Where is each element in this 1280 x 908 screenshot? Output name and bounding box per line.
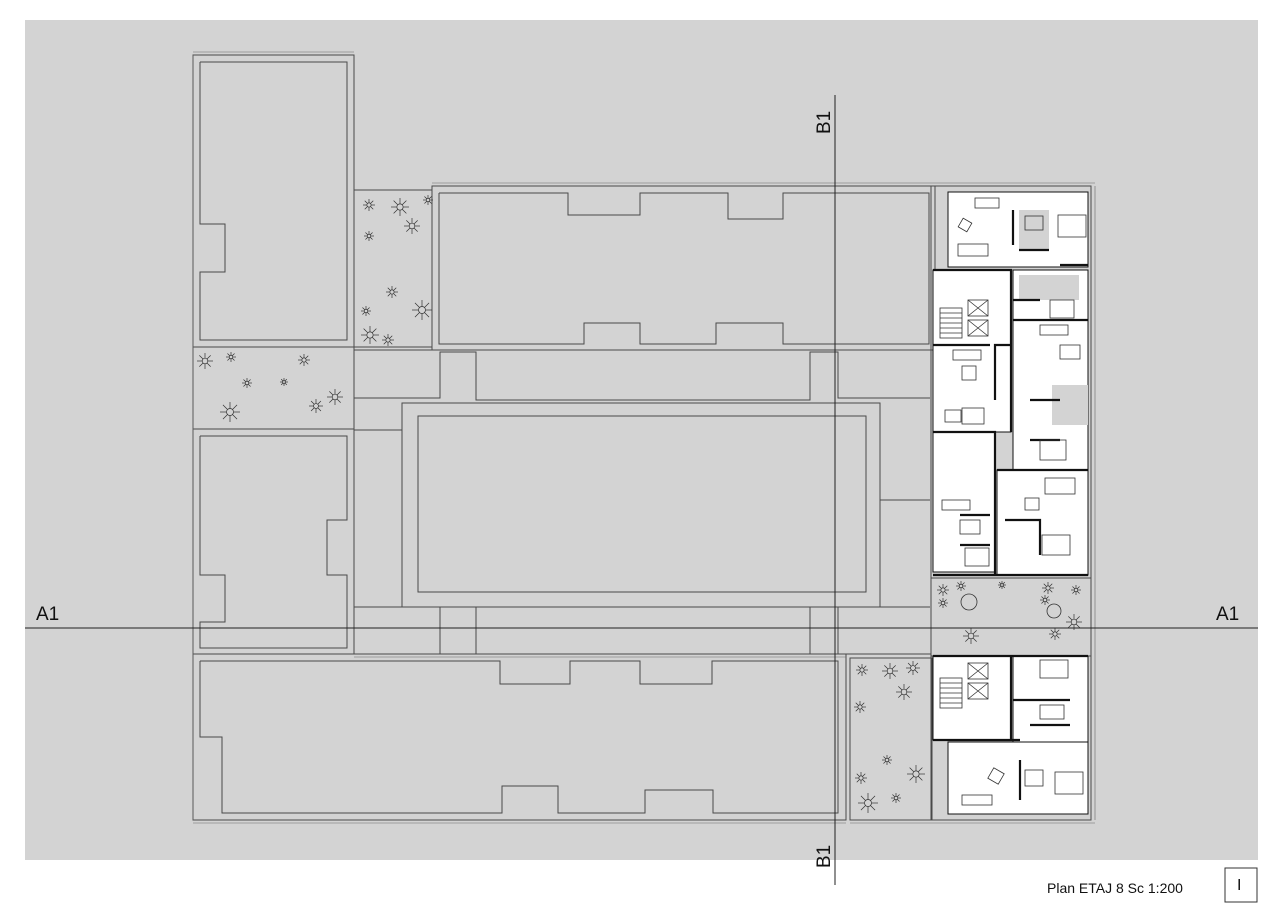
plan-caption: Plan ETAJ 8 Sc 1:200 — [1047, 880, 1183, 896]
plant-icon — [998, 581, 1006, 589]
roof-parapet-north — [438, 192, 930, 345]
courtyard-ring-inner — [417, 415, 867, 593]
plant-icon — [896, 684, 912, 700]
plant-icon — [882, 755, 892, 765]
apartment-east-mid — [996, 469, 1089, 576]
plant-icon — [220, 402, 240, 422]
roof-parapet-west — [199, 435, 348, 649]
plant-icon — [226, 352, 236, 362]
section-label-b1-bottom: B1 — [814, 845, 835, 868]
apartments — [932, 191, 1089, 815]
apartment-grey-zones — [1019, 210, 1088, 425]
plant-icon — [882, 663, 898, 679]
plant-icon — [1040, 595, 1050, 605]
east-column-outline — [930, 185, 1092, 821]
plant-icon — [856, 664, 868, 676]
plant-icon — [423, 195, 433, 205]
plant-icon — [361, 326, 379, 344]
plant-icon — [1042, 582, 1054, 594]
north-mark-label: I — [1237, 877, 1241, 894]
plant-icon — [364, 231, 374, 241]
plant-icon — [1066, 614, 1082, 630]
plant-icon — [906, 661, 920, 675]
terrace-southeast — [849, 657, 933, 821]
plant-icon — [309, 399, 323, 413]
roof-inset-northwest — [200, 223, 226, 273]
plant-icon — [891, 793, 901, 803]
roof-parapet-south — [199, 660, 839, 814]
section-label-a1-left: A1 — [36, 604, 59, 625]
plant-icon — [280, 378, 288, 386]
plant-icon — [363, 199, 375, 211]
plant-icon — [854, 701, 866, 713]
plant-icon — [956, 581, 966, 591]
plant-icon — [1071, 585, 1081, 595]
plant-icon — [938, 598, 948, 608]
courtyard-step-south — [354, 606, 930, 655]
plant-icon — [298, 354, 310, 366]
plant-icon — [907, 765, 925, 783]
plant-icon — [412, 300, 432, 320]
apartment-east-upper — [1012, 269, 1089, 471]
plant-icon — [855, 772, 867, 784]
plant-icon — [386, 286, 398, 298]
plant-icon — [404, 218, 420, 234]
apartment-walls — [933, 210, 1088, 800]
plant-icon — [382, 334, 394, 346]
plant-icon — [361, 306, 371, 316]
plant-icon — [1049, 628, 1061, 640]
parapet-hatch — [192, 51, 1096, 824]
apartment-ne-corner — [947, 191, 1089, 268]
apartment-east-lower — [1012, 655, 1089, 752]
plants — [197, 195, 1082, 813]
plant-icon — [327, 389, 343, 405]
plant-icon — [197, 353, 213, 369]
courtyard-ring-outer — [354, 351, 930, 401]
plant-icon — [858, 793, 878, 813]
north-mark-box — [1224, 867, 1258, 903]
plant-icon — [937, 584, 949, 596]
stair-lift-symbols — [939, 299, 989, 709]
plant-icon — [963, 628, 979, 644]
section-label-b1-top: B1 — [814, 111, 835, 134]
apartment-se-corner — [947, 741, 1089, 815]
furniture — [941, 197, 1087, 806]
plant-icon — [391, 198, 409, 216]
section-lines — [25, 95, 1258, 885]
plant-icon — [242, 378, 252, 388]
section-label-a1-right: A1 — [1216, 604, 1239, 625]
